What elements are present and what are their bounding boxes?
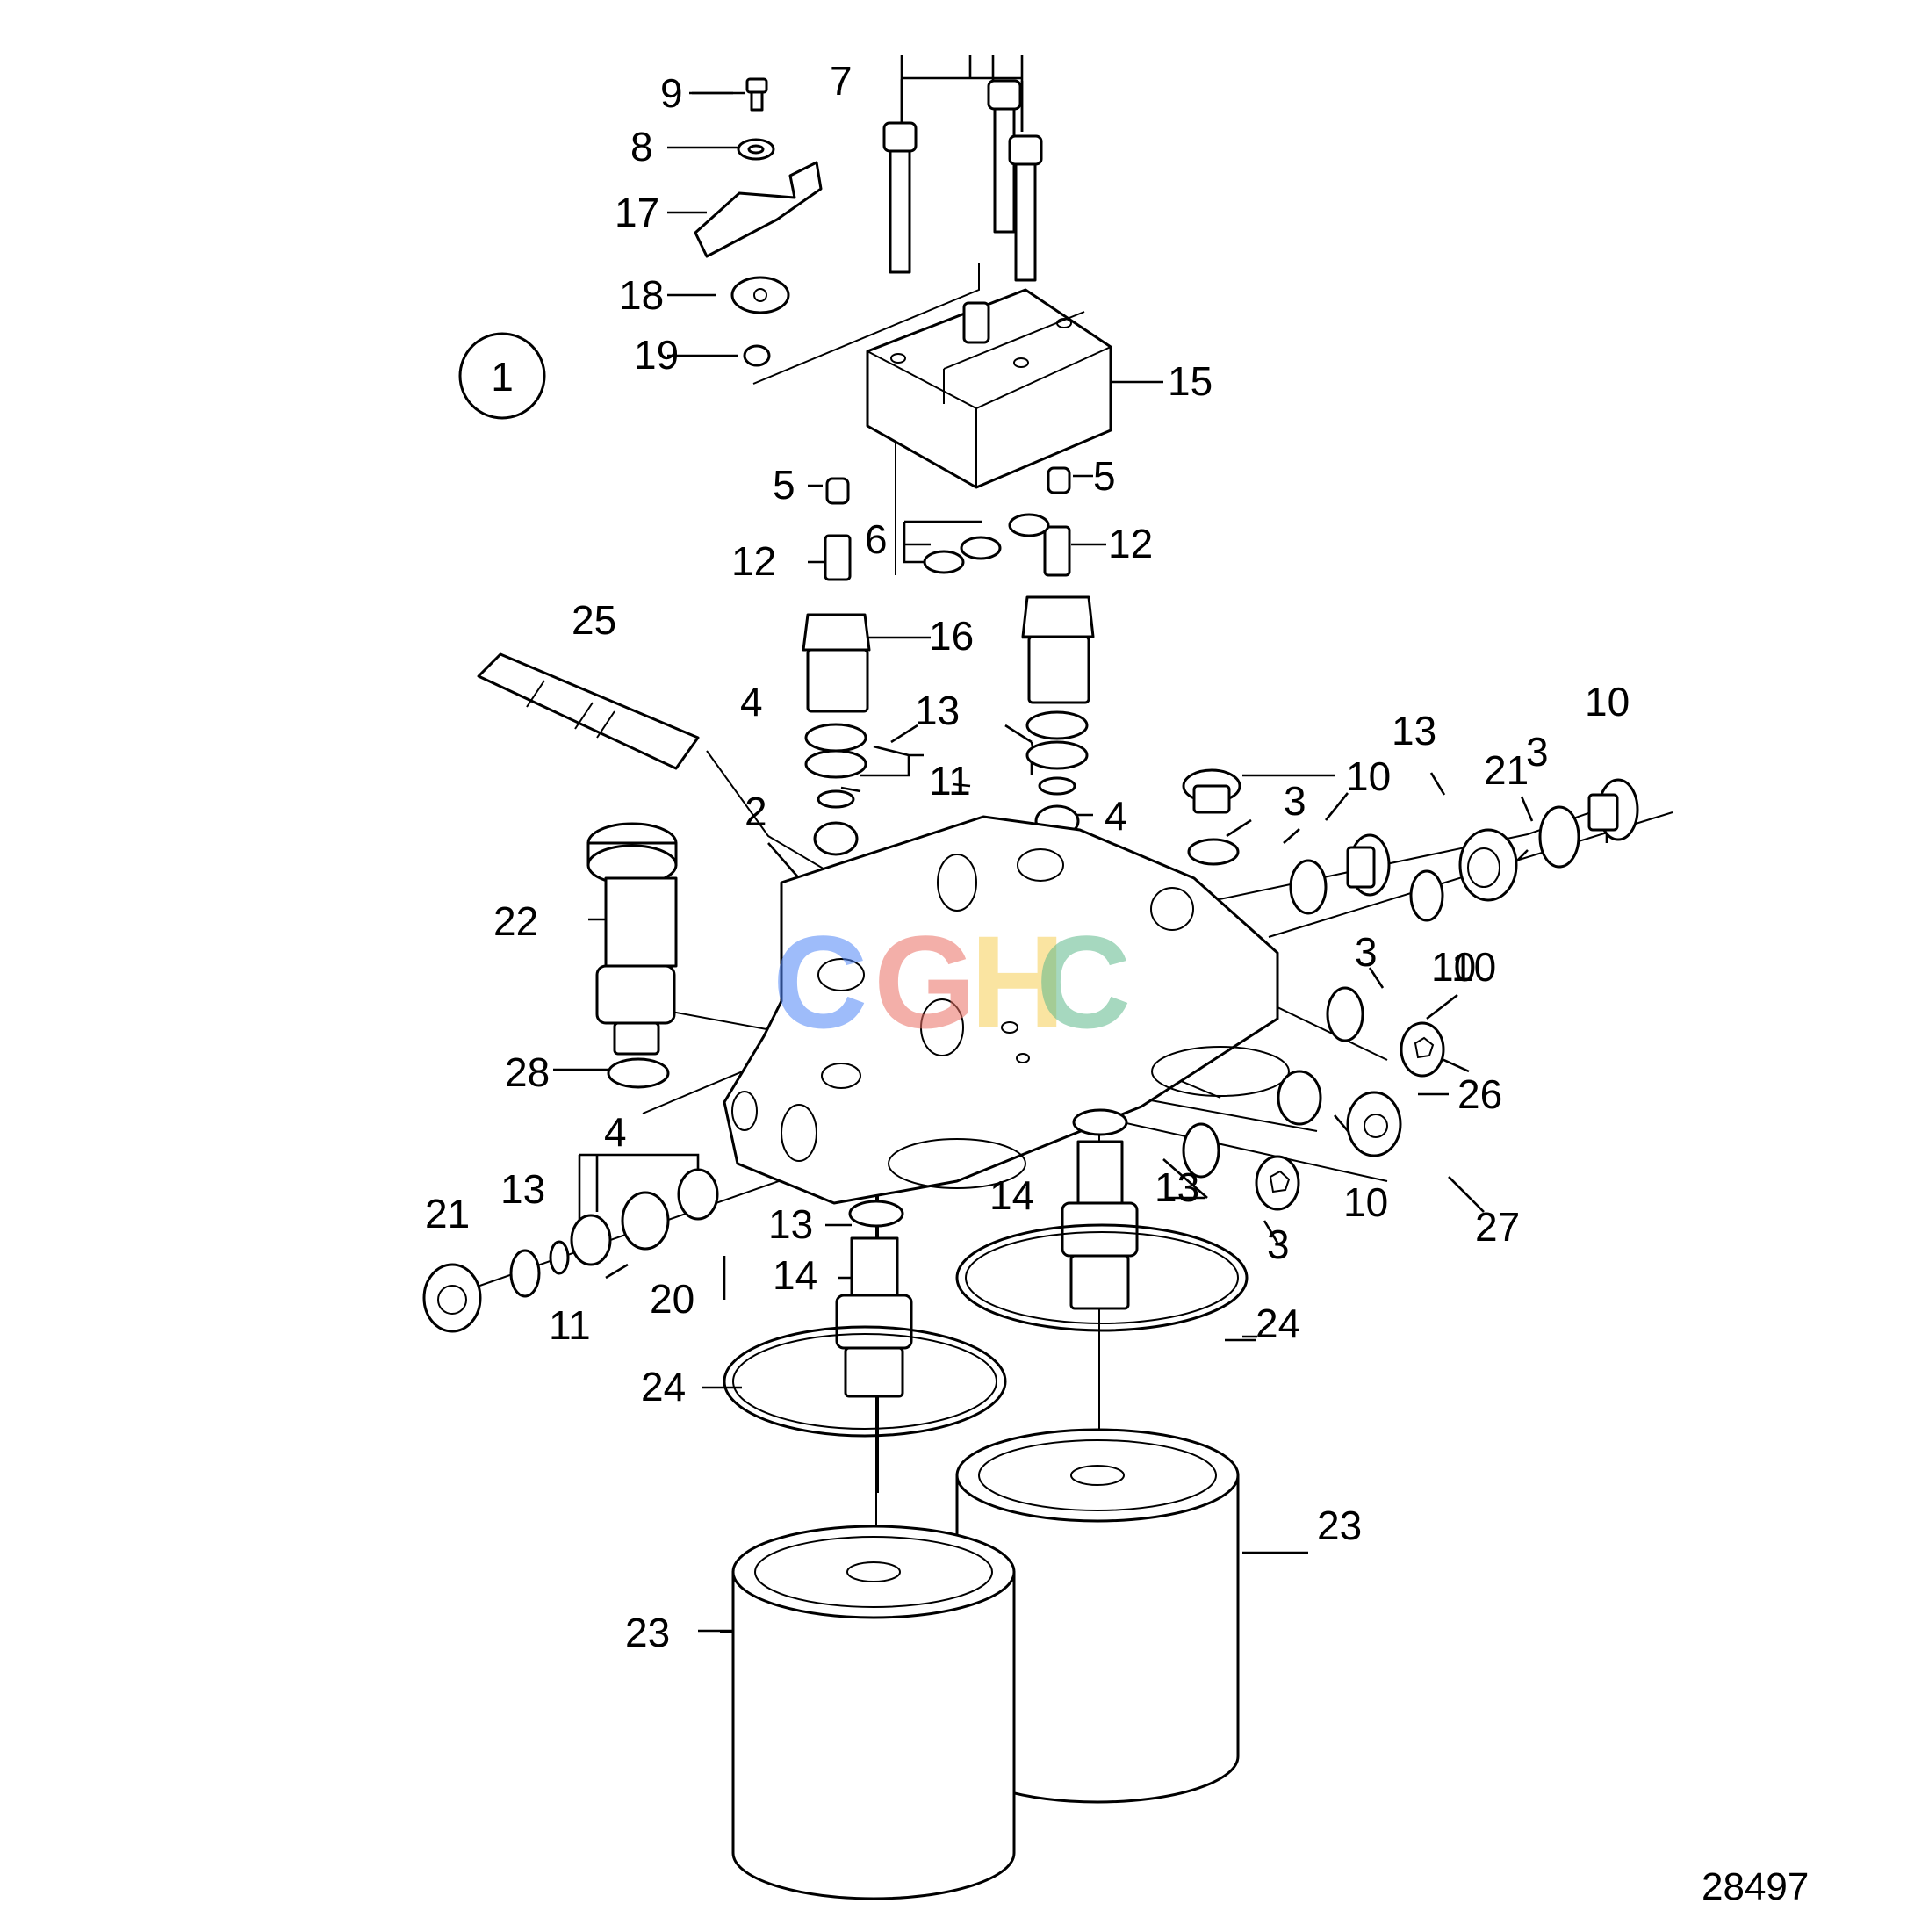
callout-13d: 13 bbox=[768, 1201, 813, 1247]
callout-23a: 23 bbox=[625, 1610, 670, 1655]
callout-8: 8 bbox=[630, 124, 653, 169]
right-valve-stack bbox=[1021, 466, 1095, 838]
callout-3c: 3 bbox=[1355, 929, 1378, 975]
callout-22: 22 bbox=[493, 898, 538, 944]
fitting-21b bbox=[422, 1263, 482, 1333]
watermark: C G H C bbox=[773, 908, 1131, 1056]
o-ring-13b bbox=[1409, 869, 1444, 922]
washer-3c bbox=[1538, 805, 1580, 869]
washer-3b bbox=[1289, 859, 1328, 915]
gasket-24b bbox=[955, 1223, 1249, 1332]
callout-23b: 23 bbox=[1317, 1503, 1362, 1548]
filter-cartridge-23a bbox=[731, 1525, 1016, 1900]
stud-25 bbox=[477, 652, 700, 770]
valve-4c-b bbox=[677, 1168, 719, 1221]
filter-housing-2 bbox=[723, 815, 1290, 1205]
bushing-19 bbox=[743, 344, 771, 367]
callout-2: 2 bbox=[745, 789, 767, 834]
callout-5a: 5 bbox=[773, 462, 795, 508]
o-ring-11b bbox=[549, 1240, 570, 1275]
callout-27: 27 bbox=[1475, 1204, 1520, 1250]
view-circle bbox=[458, 332, 546, 420]
parts bbox=[422, 77, 1639, 1900]
o-ring-6b bbox=[960, 536, 1002, 560]
flange-18 bbox=[730, 276, 790, 314]
callout-4b: 4 bbox=[1105, 793, 1127, 839]
o-ring-6a bbox=[1008, 513, 1050, 537]
callout-25: 25 bbox=[572, 597, 616, 643]
callout-3b: 3 bbox=[1526, 729, 1549, 775]
washer-8-hole bbox=[747, 144, 765, 155]
sleeve-20 bbox=[621, 1191, 670, 1251]
callout-14a: 14 bbox=[773, 1252, 817, 1298]
bracket-17 bbox=[694, 161, 823, 258]
callout-10e: 10 bbox=[1343, 1179, 1388, 1225]
washer-3-top bbox=[1187, 838, 1240, 866]
o-ring-6c bbox=[923, 550, 965, 574]
o-ring-13c bbox=[509, 1249, 541, 1298]
plug-10e bbox=[1255, 1155, 1300, 1211]
bolt-7c bbox=[1008, 134, 1043, 282]
callout-6: 6 bbox=[865, 516, 888, 562]
callout-3a: 3 bbox=[1284, 778, 1306, 824]
bolt-7a bbox=[882, 121, 918, 274]
callout-4a: 4 bbox=[740, 679, 763, 724]
callout-15: 15 bbox=[1168, 358, 1213, 404]
hand-pump-22 bbox=[586, 822, 678, 1089]
callout-18: 18 bbox=[619, 272, 664, 318]
valve-4c-a bbox=[570, 1214, 612, 1266]
callout-13b: 13 bbox=[1392, 708, 1436, 753]
callout-14b: 14 bbox=[989, 1172, 1034, 1218]
callout-5b: 5 bbox=[1093, 453, 1116, 499]
gasket-24a bbox=[723, 1325, 1007, 1438]
callout-7: 7 bbox=[830, 58, 853, 104]
callout-4c: 4 bbox=[604, 1109, 627, 1155]
washer-26 bbox=[1277, 1070, 1322, 1126]
callout-10c: 10 bbox=[1431, 944, 1476, 990]
watermark-letter-4: C bbox=[1036, 908, 1131, 1056]
fitting-21a bbox=[1458, 828, 1518, 902]
callout-13e: 13 bbox=[1155, 1164, 1199, 1210]
callout-11b: 11 bbox=[549, 1302, 591, 1348]
filter-cartridge-23b bbox=[955, 1428, 1240, 1804]
callout-21b: 21 bbox=[425, 1191, 470, 1236]
callout-16: 16 bbox=[929, 613, 974, 659]
callout-13a: 13 bbox=[915, 688, 960, 733]
callout-9: 9 bbox=[660, 70, 683, 116]
left-valve-stack bbox=[802, 477, 871, 856]
washer-3e bbox=[1182, 1122, 1220, 1179]
callout-12b: 12 bbox=[1108, 521, 1153, 566]
callout-21a: 21 bbox=[1484, 747, 1529, 793]
callout-20: 20 bbox=[650, 1276, 694, 1322]
callout-10d: 10 bbox=[1451, 944, 1496, 990]
nipple-14a bbox=[835, 1200, 913, 1398]
callout-28: 28 bbox=[505, 1049, 550, 1095]
callout-24b: 24 bbox=[1256, 1301, 1300, 1346]
callout-26: 26 bbox=[1457, 1071, 1502, 1117]
nut-27 bbox=[1346, 1091, 1402, 1157]
view-number: 1 bbox=[491, 354, 514, 400]
plug-10c bbox=[1587, 778, 1639, 841]
callout-19: 19 bbox=[634, 332, 679, 378]
callout-11a: 11 bbox=[929, 758, 971, 804]
figure-id: 28497 bbox=[1702, 1865, 1809, 1908]
plug-10d bbox=[1400, 1021, 1445, 1078]
watermark-letter-1: C bbox=[773, 908, 867, 1056]
nipple-14b bbox=[1061, 1108, 1139, 1310]
valve-block-15 bbox=[866, 288, 1112, 489]
callout-17: 17 bbox=[615, 190, 659, 235]
callout-10a: 10 bbox=[1346, 753, 1391, 799]
plug-10b bbox=[1346, 833, 1391, 897]
callout-13c: 13 bbox=[500, 1166, 545, 1212]
callout-24a: 24 bbox=[641, 1364, 686, 1409]
callout-10b: 10 bbox=[1585, 679, 1630, 724]
callout-3d: 3 bbox=[1267, 1222, 1290, 1267]
callout-labels: 1 9 8 17 18 19 7 15 5 5 6 12 12 16 25 4 … bbox=[425, 58, 1809, 1908]
screw-9 bbox=[745, 77, 768, 112]
callout-12a: 12 bbox=[731, 538, 776, 584]
watermark-letter-3: H bbox=[970, 908, 1065, 1056]
washer-3d bbox=[1326, 986, 1364, 1042]
watermark-letter-2: G bbox=[874, 908, 976, 1056]
